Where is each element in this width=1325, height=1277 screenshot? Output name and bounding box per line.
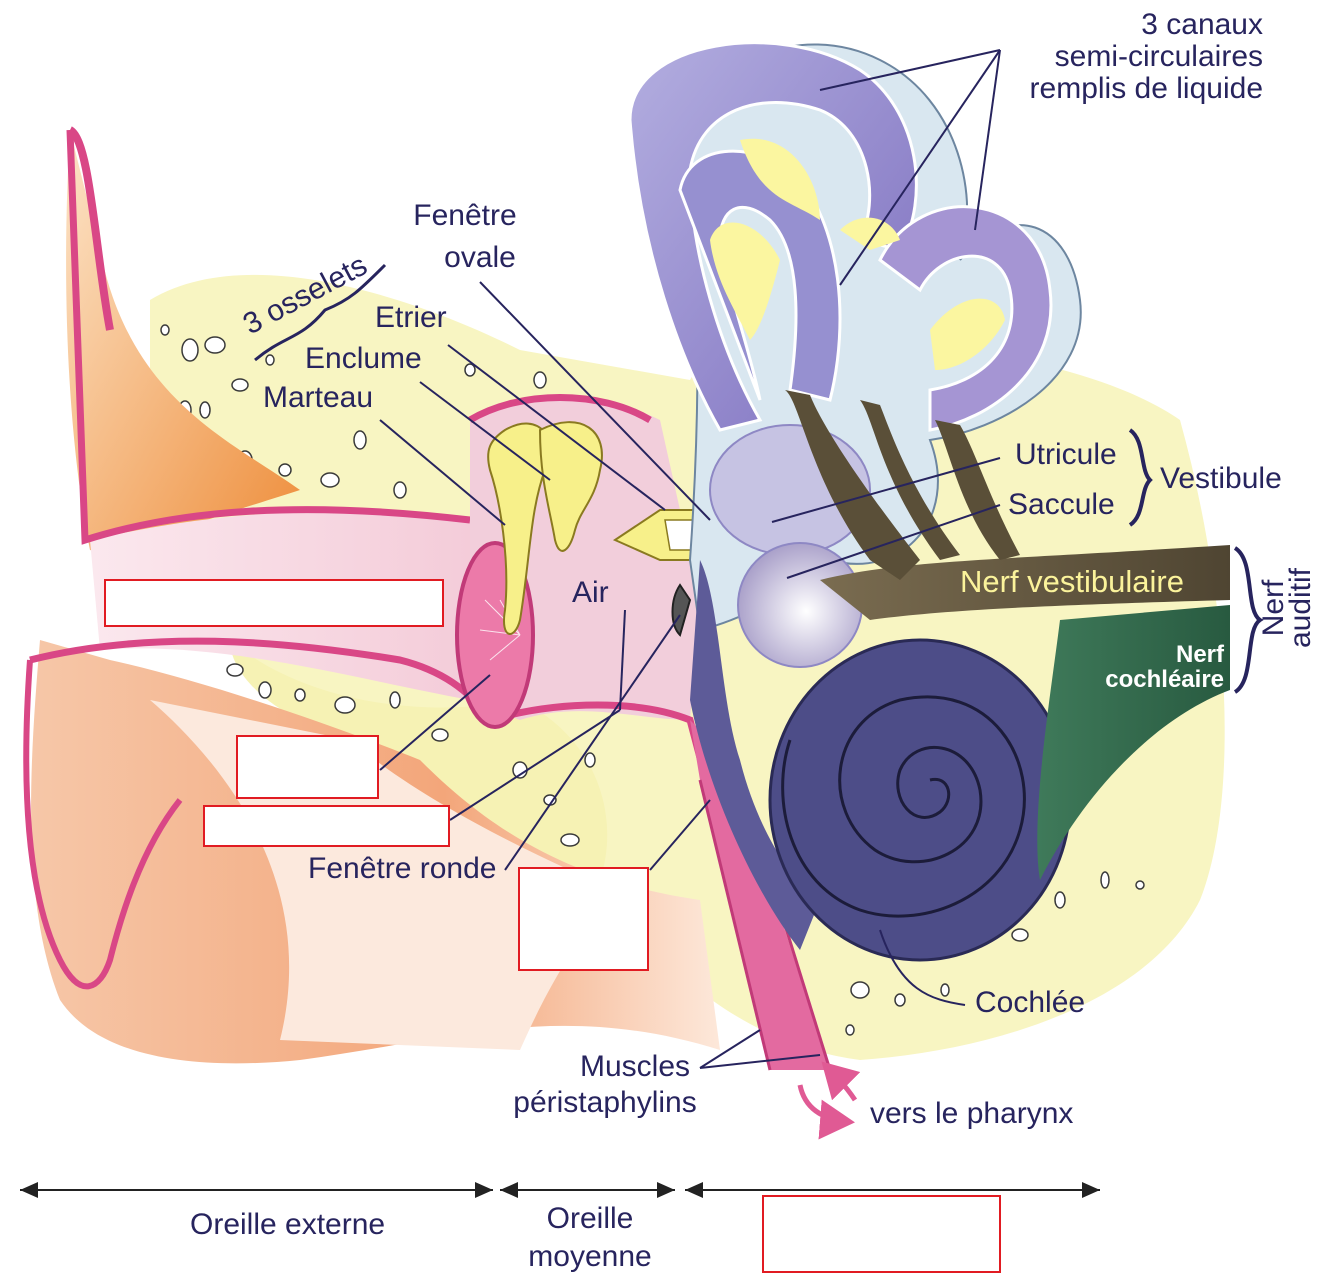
label-canaux-1: 3 canaux <box>1141 8 1263 42</box>
saccule <box>738 543 862 667</box>
label-fenetre-ovale-1: Fenêtre <box>405 199 525 233</box>
label-cochlee: Cochlée <box>975 986 1085 1020</box>
blank-box-oreille-interne[interactable] <box>762 1195 1001 1273</box>
label-utricule: Utricule <box>1015 438 1117 472</box>
label-fenetre-ovale-2: ovale <box>405 241 555 275</box>
label-pharynx: vers le pharynx <box>870 1097 1073 1131</box>
label-muscles-2: péristaphylins <box>505 1086 705 1120</box>
label-oreille-moyenne-2: moyenne <box>515 1240 665 1274</box>
label-air: Air <box>572 576 609 610</box>
label-oreille-moyenne-1: Oreille <box>515 1202 665 1236</box>
label-enclume: Enclume <box>305 342 422 376</box>
label-nerf-cochleaire-1: Nerf <box>1176 641 1225 668</box>
label-saccule: Saccule <box>1008 488 1115 522</box>
label-canaux-2: semi-circulaires <box>1055 40 1263 74</box>
label-nerf-auditif-2: auditif <box>1284 567 1317 648</box>
label-marteau: Marteau <box>263 381 373 415</box>
label-etrier: Etrier <box>375 301 447 335</box>
label-vestibule: Vestibule <box>1160 462 1282 496</box>
blank-box-tympan[interactable] <box>236 735 379 799</box>
blank-box-canal[interactable] <box>104 579 444 627</box>
label-muscles-1: Muscles <box>560 1050 710 1084</box>
blank-box-trompe[interactable] <box>518 867 649 971</box>
label-nerf-vestibulaire: Nerf vestibulaire <box>960 564 1184 599</box>
label-canaux-3: remplis de liquide <box>1030 72 1263 106</box>
blank-box-caisse[interactable] <box>203 805 450 847</box>
pharynx-arrow-down <box>800 1085 850 1122</box>
pharynx-arrow-up <box>825 1065 855 1100</box>
label-nerf-cochleaire-2: cochléaire <box>1105 666 1224 693</box>
label-fenetre-ronde: Fenêtre ronde <box>308 852 496 886</box>
label-oreille-externe: Oreille externe <box>190 1208 385 1242</box>
